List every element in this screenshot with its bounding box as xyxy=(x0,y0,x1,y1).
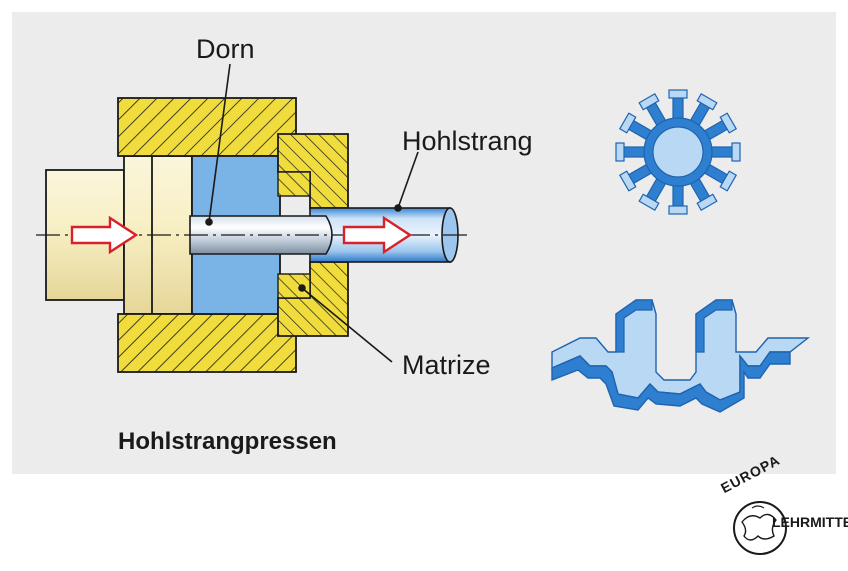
die xyxy=(277,133,349,337)
globe-icon xyxy=(733,501,787,555)
label-hohlstrang: Hohlstrang xyxy=(402,126,533,156)
arrow-right-icon xyxy=(342,215,413,255)
container xyxy=(117,97,297,373)
label-dorn: Dorn xyxy=(196,34,255,64)
label-matrize: Matrize xyxy=(402,350,491,380)
round-profile xyxy=(615,89,741,215)
diagram-title: Hohlstrangpressen xyxy=(118,428,337,455)
logo-bottom-text: LEHRMITTEL xyxy=(772,514,848,530)
channel-profile xyxy=(551,299,811,413)
leader-lines xyxy=(205,63,419,363)
arrow-right-icon xyxy=(70,215,139,255)
europa-lehrmittel-logo: EUROPA LEHRMITTEL xyxy=(712,452,848,566)
